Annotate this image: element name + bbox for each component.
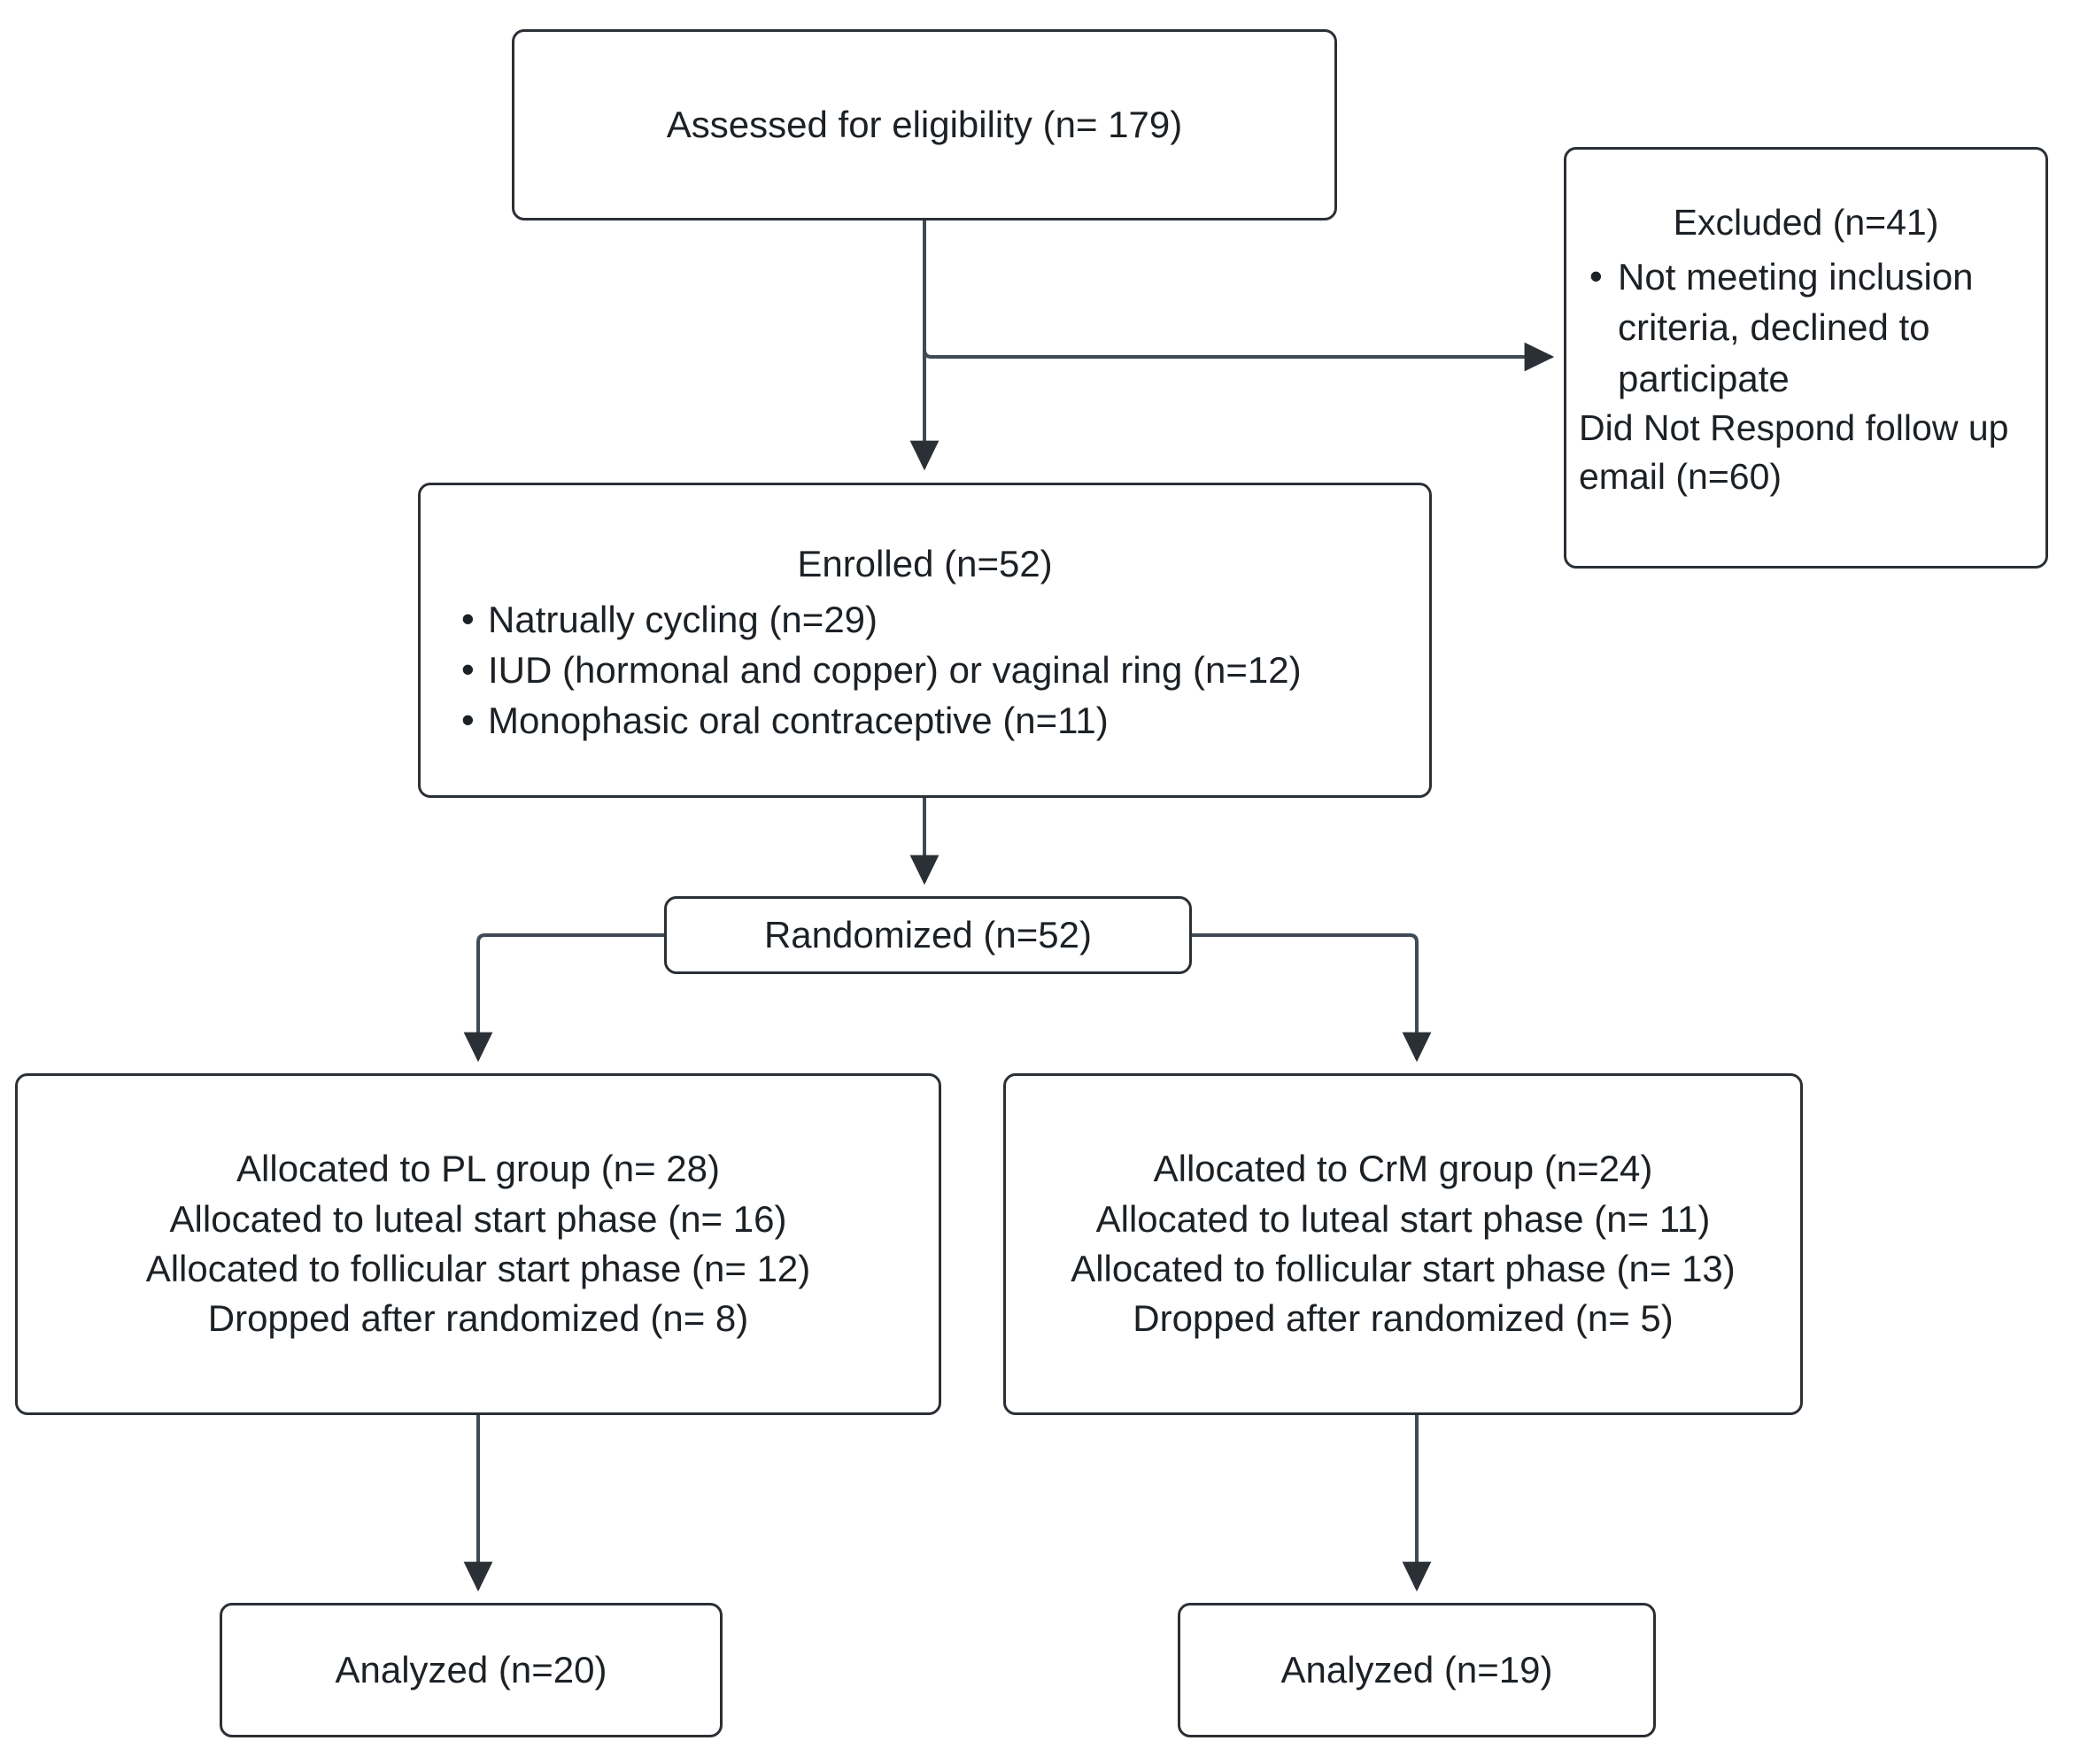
- node-assessed-for-eligibility: Assessed for eligibility (n= 179): [512, 29, 1337, 220]
- list-item: IUD (hormonal and copper) or vaginal rin…: [461, 644, 1429, 695]
- excluded-title: Excluded (n=41): [1673, 202, 1939, 243]
- allocation-crm-line: Dropped after randomized (n= 5): [1133, 1297, 1674, 1340]
- edge-assessed-to-excluded: [923, 220, 1555, 372]
- enrolled-title: Enrolled (n=52): [797, 543, 1053, 584]
- analyzed-pl-title: Analyzed (n=20): [335, 1648, 607, 1690]
- allocation-crm-line: Allocated to CrM group (n=24): [1153, 1148, 1653, 1190]
- node-allocation-crm: Allocated to CrM group (n=24) Allocated …: [1003, 1073, 1803, 1415]
- allocation-crm-line: Allocated to luteal start phase (n= 11): [1095, 1197, 1711, 1240]
- allocation-pl-line: Allocated to luteal start phase (n= 16): [169, 1197, 787, 1240]
- randomized-title: Randomized (n=52): [763, 913, 1093, 956]
- node-excluded: Excluded (n=41) Not meeting inclusion cr…: [1564, 147, 2048, 569]
- excluded-bullet-list: Not meeting inclusion criteria, declined…: [1566, 251, 2045, 403]
- node-randomized: Randomized (n=52): [664, 896, 1192, 974]
- list-item: Not meeting inclusion criteria, declined…: [1589, 251, 2045, 403]
- allocation-pl-line: Dropped after randomized (n= 8): [207, 1297, 749, 1340]
- assessed-title: Assessed for eligibility (n= 179): [666, 103, 1183, 145]
- allocation-pl-line: Allocated to follicular start phase (n= …: [145, 1248, 811, 1289]
- excluded-extra-line: Did Not Respond follow up email (n=60): [1579, 406, 2009, 497]
- allocation-pl-line: Allocated to PL group (n= 28): [236, 1148, 720, 1190]
- node-allocation-pl: Allocated to PL group (n= 28) Allocated …: [15, 1073, 941, 1415]
- allocation-crm-line: Allocated to follicular start phase (n= …: [1071, 1248, 1736, 1289]
- analyzed-crm-title: Analyzed (n=19): [1280, 1648, 1553, 1690]
- node-analyzed-pl: Analyzed (n=20): [220, 1603, 723, 1737]
- node-enrolled: Enrolled (n=52) Natrually cycling (n=29)…: [418, 483, 1432, 798]
- node-analyzed-crm: Analyzed (n=19): [1178, 1603, 1656, 1737]
- list-item: Natrually cycling (n=29): [461, 593, 1429, 645]
- enrolled-bullet-list: Natrually cycling (n=29) IUD (hormonal a…: [421, 593, 1429, 746]
- edge-randomized-to-allocation-crm: [1192, 933, 1432, 1063]
- edge-randomized-to-allocation-pl: [463, 933, 664, 1063]
- list-item: Monophasic oral contraceptive (n=11): [461, 694, 1429, 746]
